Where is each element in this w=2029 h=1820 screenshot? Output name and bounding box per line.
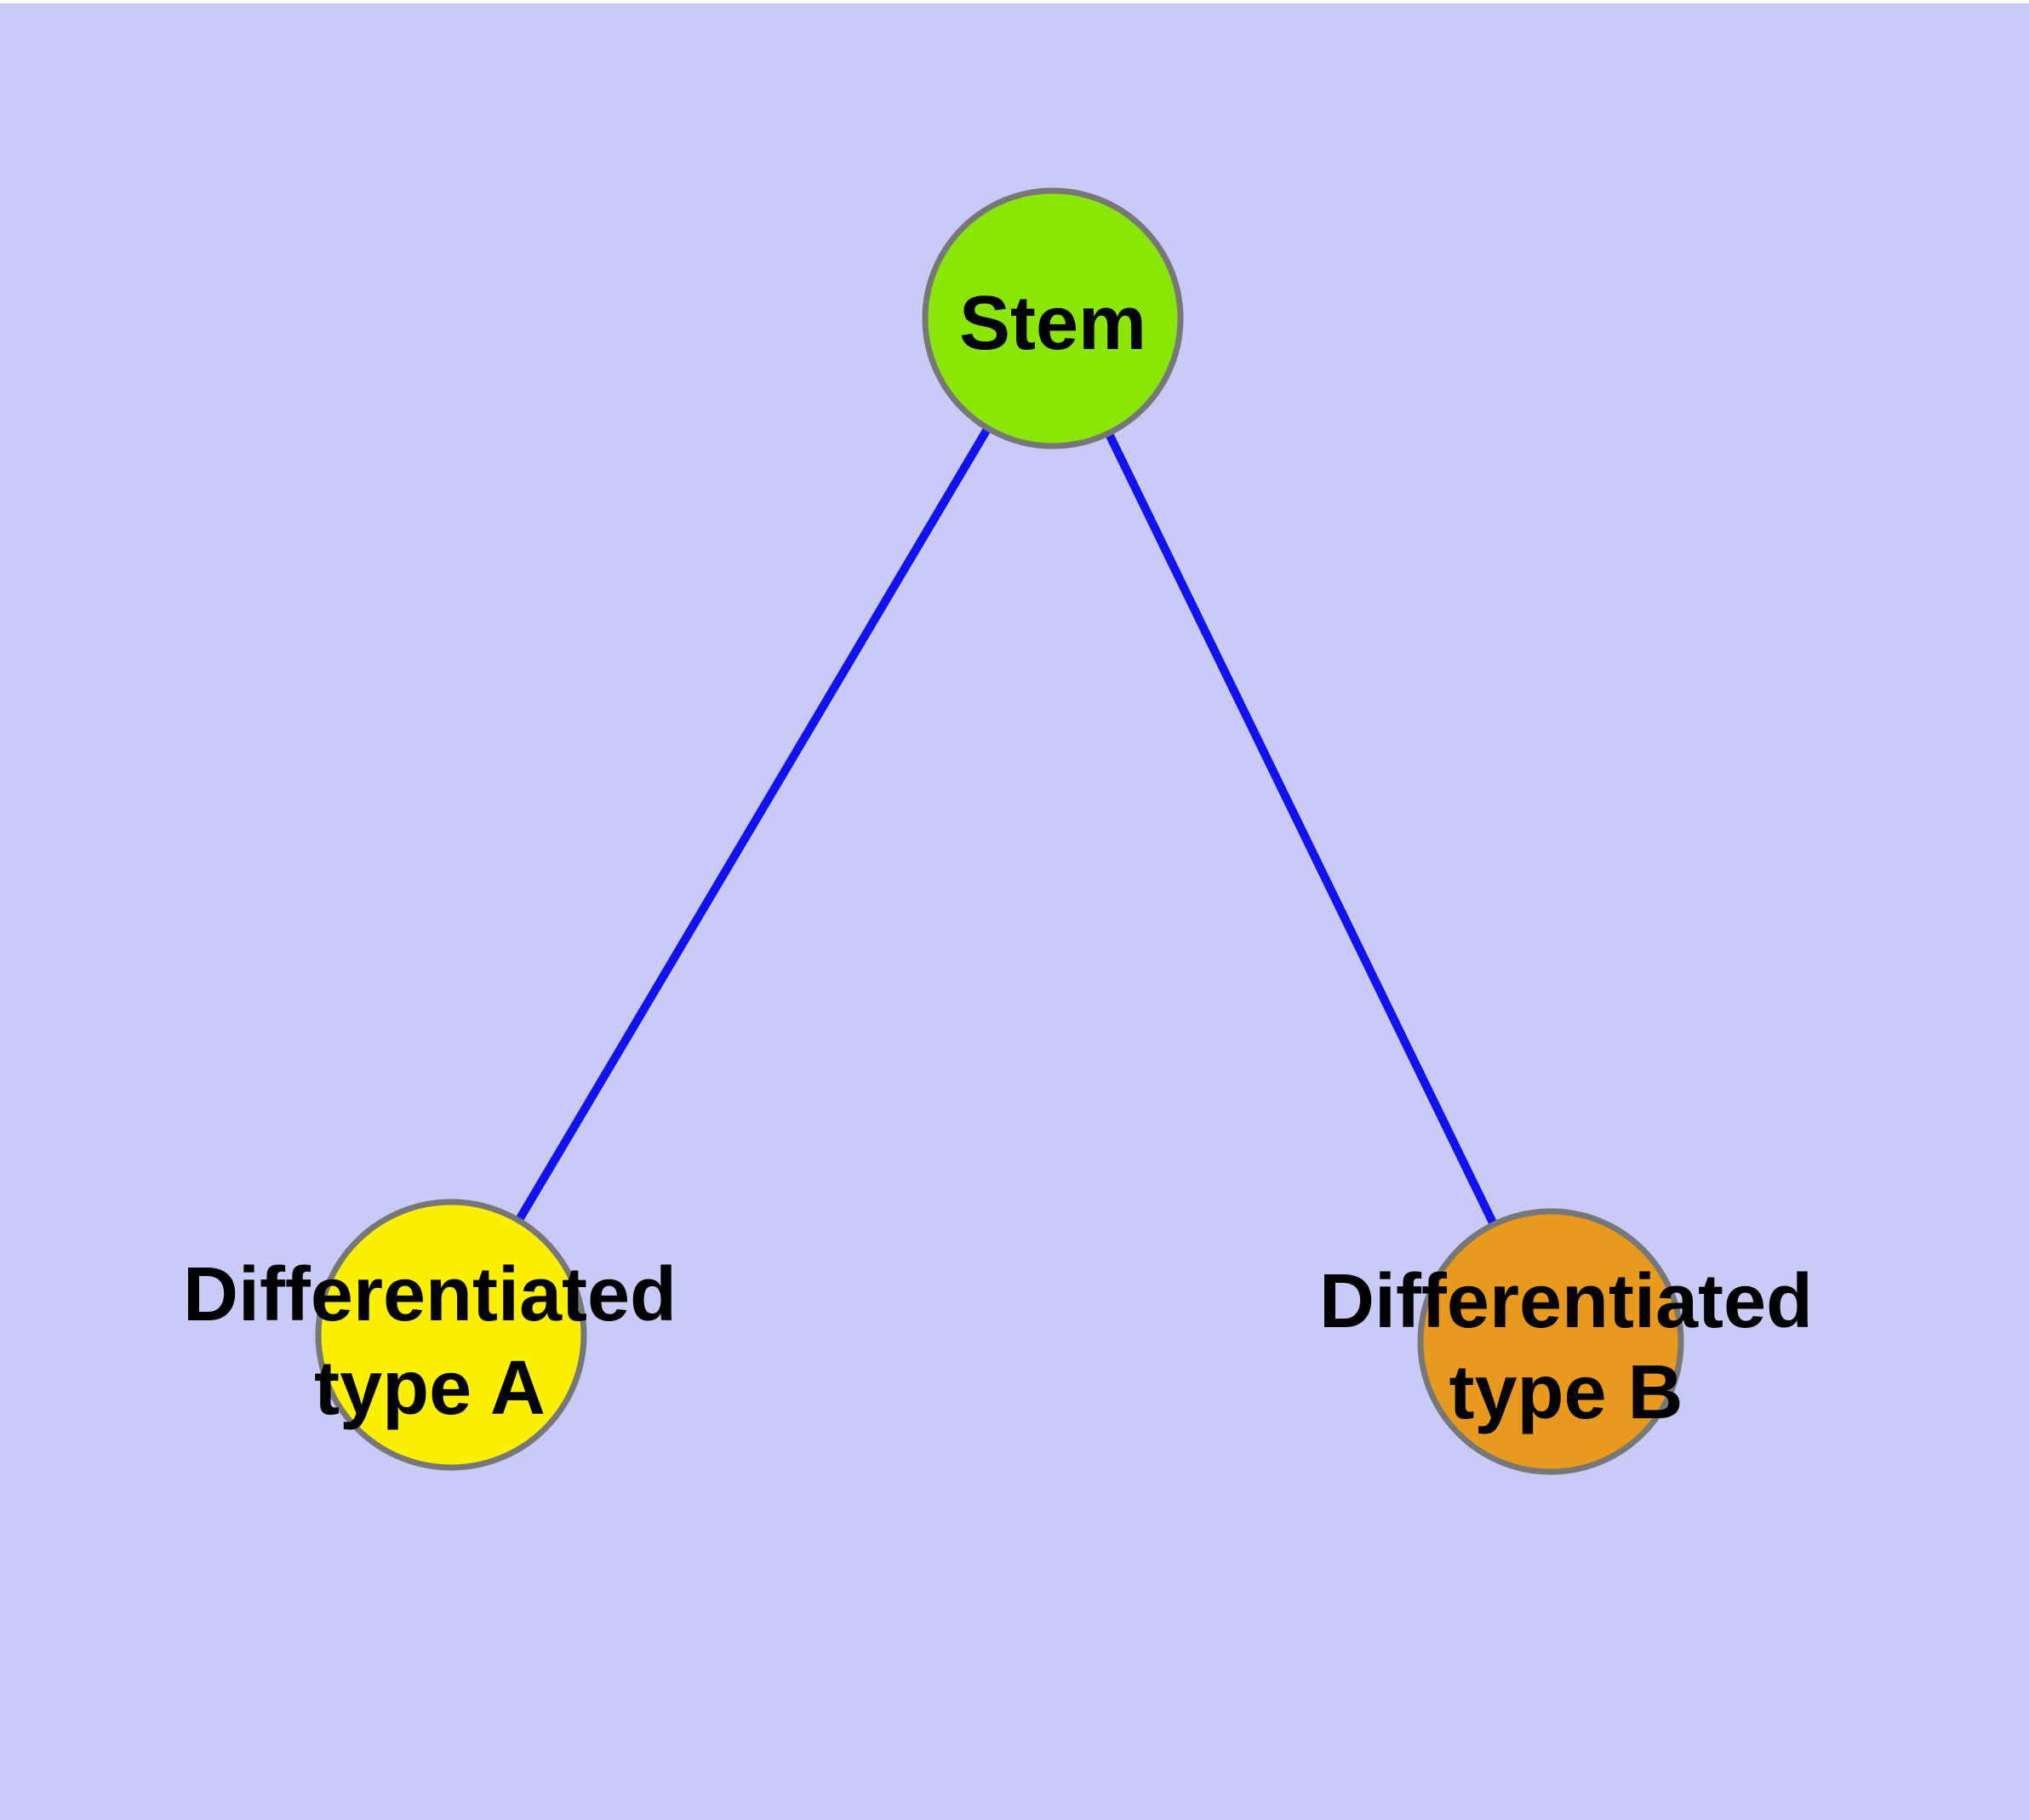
stem-node-label: Stem [959, 281, 1146, 366]
edge-stem-to-type-b [1049, 316, 1555, 1344]
top-white-strip [0, 0, 2029, 3]
type-b-node-label-line1: Differentiated [1319, 1259, 1813, 1344]
type-b-node[interactable] [1417, 1208, 1684, 1475]
edge-stem-to-type-a [447, 316, 1057, 1337]
type-a-node-label-line2: type A [314, 1346, 546, 1431]
type-b-node-label-line2: type B [1449, 1350, 1683, 1435]
stem-node[interactable] [922, 187, 1184, 449]
type-a-node-label-line1: Differentiated [183, 1252, 677, 1337]
type-a-node[interactable] [315, 1199, 587, 1471]
